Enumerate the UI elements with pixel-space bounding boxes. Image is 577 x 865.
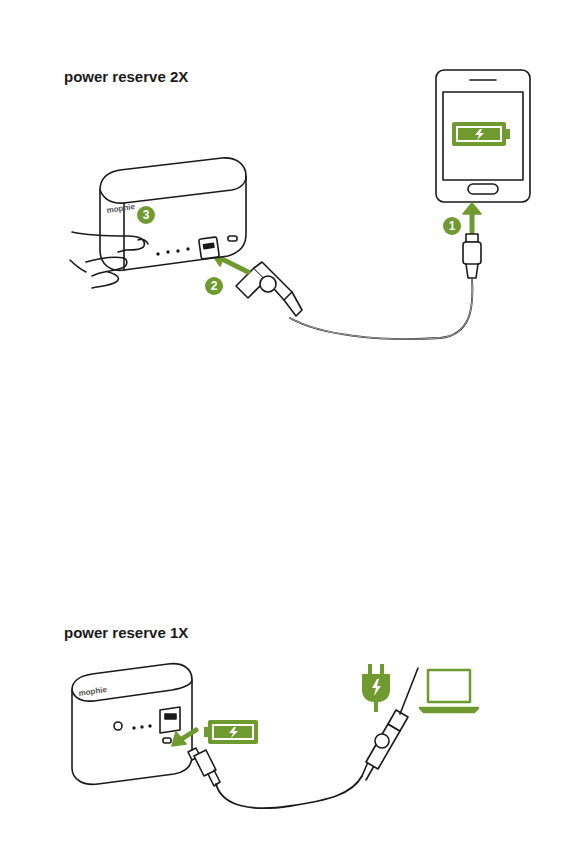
hand bbox=[70, 232, 148, 288]
battery-icon bbox=[204, 720, 258, 744]
phone bbox=[436, 70, 530, 202]
callout-number: 3 bbox=[137, 206, 155, 224]
wall-plug-icon bbox=[362, 664, 390, 712]
micro-usb-plug bbox=[188, 748, 220, 786]
micro-usb-plug bbox=[463, 234, 481, 278]
usb-plug bbox=[362, 710, 408, 780]
heading: power reserve 2X bbox=[64, 68, 188, 85]
power-bank bbox=[72, 664, 192, 785]
heading: power reserve 1X bbox=[64, 624, 188, 641]
callout-number: 1 bbox=[443, 217, 461, 235]
callout-number: 2 bbox=[205, 277, 223, 295]
power-bank bbox=[100, 158, 246, 270]
laptop-icon bbox=[420, 670, 478, 712]
